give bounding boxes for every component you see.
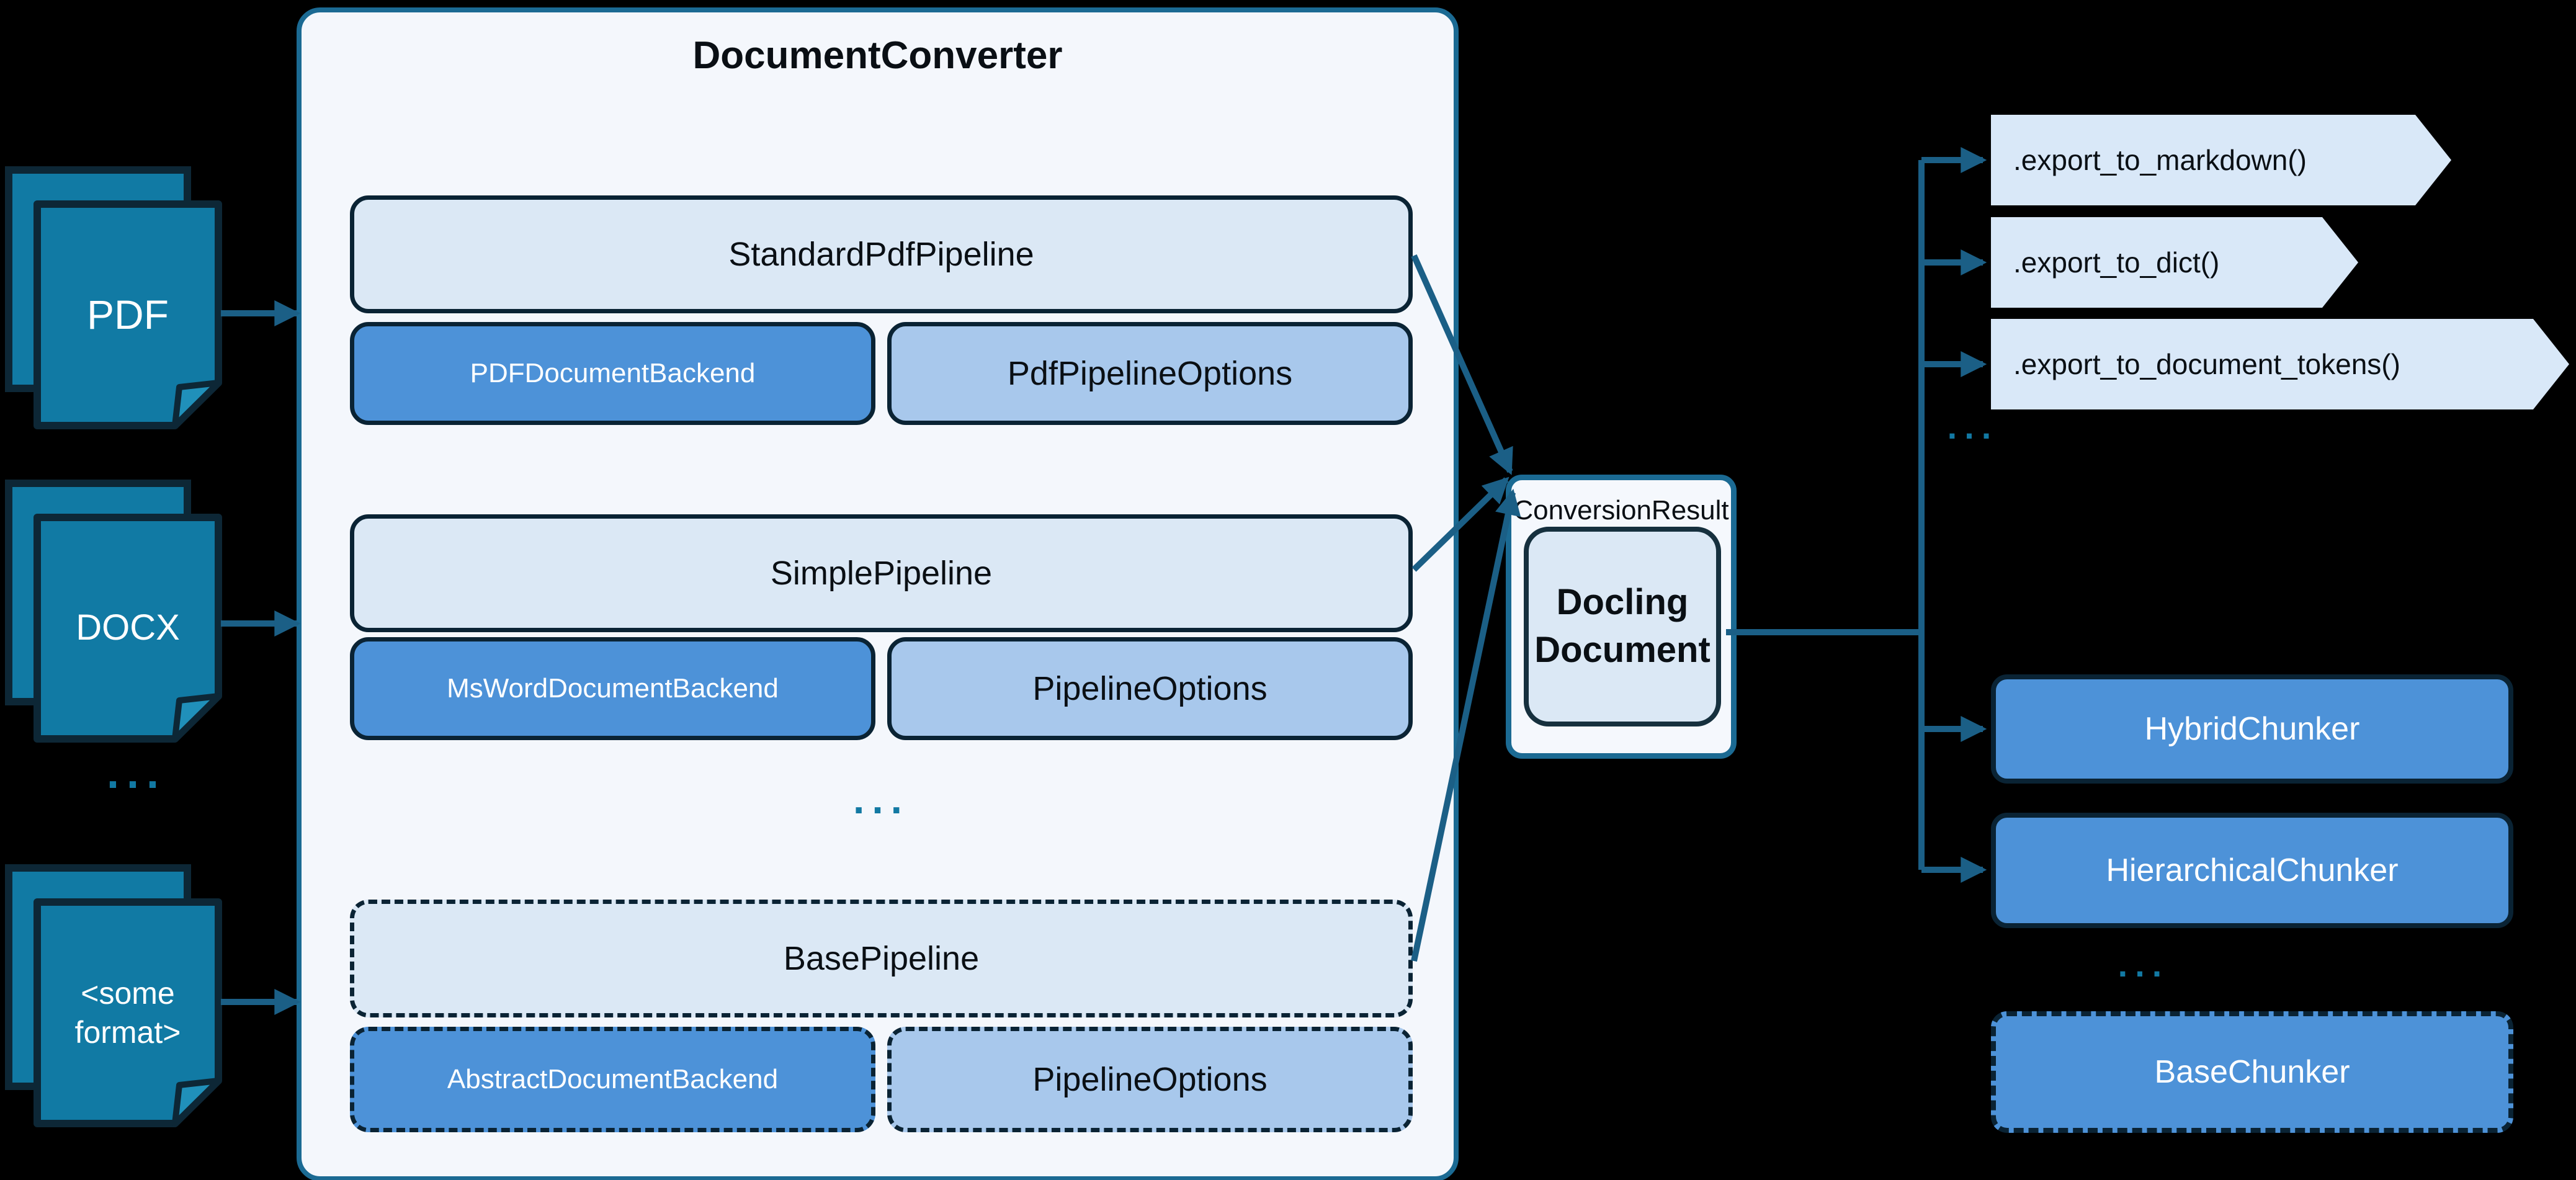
docx-documents-icon: DOCX [5,480,222,743]
exports-ellipsis: ... [1947,407,1999,446]
simple-pipeline-box: SimplePipeline [350,514,1413,632]
some-format-documents-icon: <some format> [5,864,222,1127]
inputs-ellipsis: ... [106,748,166,798]
pipeline-options-box: PipelineOptions [887,637,1413,740]
export-to-dict-label: .export_to_dict() [2013,246,2220,279]
export-to-document-tokens-label: .export_to_document_tokens() [2013,348,2400,380]
base-pipeline-options-box: PipelineOptions [887,1027,1413,1132]
export-to-dict-tag: .export_to_dict() [1991,217,2358,308]
standard-pdf-pipeline-box: StandardPdfPipeline [350,195,1413,313]
export-to-markdown-label: .export_to_markdown() [2013,144,2307,176]
document-stack-icon [5,864,222,1127]
abstract-document-backend-box: AbstractDocumentBackend [350,1027,875,1132]
document-stack-icon [5,166,222,429]
docx-label: DOCX [76,607,180,648]
base-chunker-box: BaseChunker [1991,1011,2513,1133]
pdf-document-backend-box: PDFDocumentBackend [350,322,875,425]
export-to-markdown-tag: .export_to_markdown() [1991,115,2451,205]
pdf-label: PDF [87,292,169,338]
pipelines-ellipsis: ... [852,776,910,822]
conversion-result-box: ConversionResult Docling Document [1506,475,1737,759]
export-to-document-tokens-tag: .export_to_document_tokens() [1991,319,2569,409]
msword-document-backend-box: MsWordDocumentBackend [350,637,875,740]
hierarchical-chunker-box: HierarchicalChunker [1991,813,2513,928]
docling-document-box: Docling Document [1524,527,1721,726]
document-converter-box: DocumentConverter StandardPdfPipeline PD… [297,7,1459,1180]
chunkers-ellipsis: ... [2118,945,2170,984]
docling-document-label: Docling Document [1534,582,1711,670]
document-stack-icon [5,480,222,743]
conversion-result-label: ConversionResult [1513,495,1729,525]
pdf-documents-icon: PDF [5,166,222,429]
some-format-label: <some format> [74,976,181,1050]
base-pipeline-box: BasePipeline [350,900,1413,1017]
hybrid-chunker-box: HybridChunker [1991,674,2513,784]
document-converter-title: DocumentConverter [692,34,1063,77]
pdf-pipeline-options-box: PdfPipelineOptions [887,322,1413,425]
